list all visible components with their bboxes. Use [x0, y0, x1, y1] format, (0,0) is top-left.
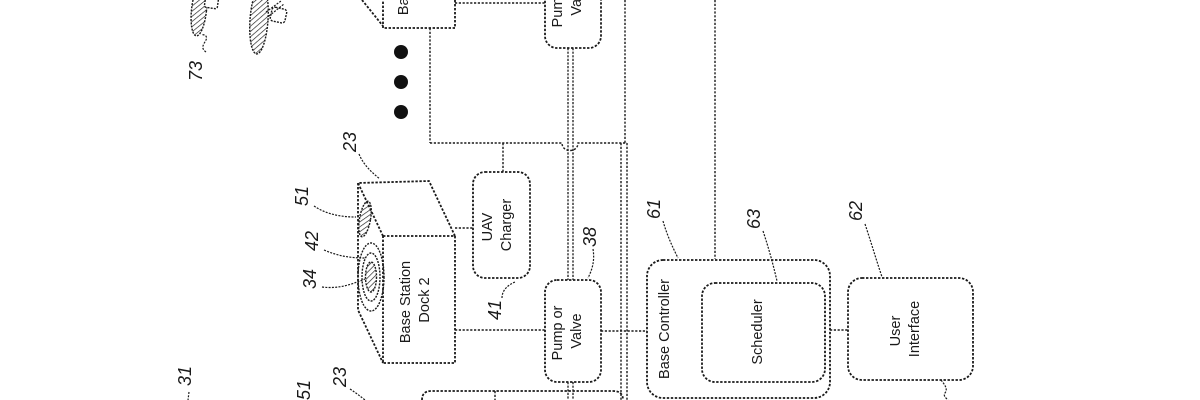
dock2-line2: Dock 2 [417, 277, 433, 322]
leader-31 [187, 391, 190, 400]
dock-n-line1: Base Station [396, 0, 412, 15]
box-base-station-dock-2: Base Station Dock 2 [356, 180, 456, 364]
dock2-line1: Base Station [398, 261, 414, 343]
leader-23-top [358, 153, 381, 180]
base-controller-label: Base Controller [657, 279, 673, 379]
box-user-interface: User Interface [847, 277, 974, 400]
uav-charger-line1: UAV [480, 212, 496, 241]
ellipsis-dots [394, 45, 408, 119]
leader-62 [864, 223, 883, 278]
connector-lines [429, 0, 848, 400]
ref-label-31: 31 [175, 366, 195, 386]
pump-mid-line2: Valve [569, 313, 585, 348]
leader-34 [321, 278, 366, 289]
ref-label-73: 73 [186, 61, 206, 81]
ref-label-62: 62 [846, 201, 866, 221]
box-uav-charger: UAV Charger [472, 171, 531, 279]
leader-42 [323, 249, 366, 259]
pump-mid-line1: Pump or [550, 305, 566, 360]
box-base-station-dock-n: Base Station Dock [361, 0, 456, 29]
ref-label-63: 63 [744, 209, 764, 229]
leader-38 [587, 248, 595, 279]
leader-51 [313, 205, 357, 218]
box-dock1-partial [421, 390, 624, 400]
user-interface-line2: Interface [907, 301, 923, 357]
svg-text:Pump or Valve: Pump or Valve [550, 302, 585, 361]
ref-label-51: 51 [292, 186, 312, 206]
box-pump-valve-mid: Pump or Valve [544, 279, 602, 383]
svg-text:Pump or Valve: Pump or Valve [550, 0, 585, 27]
ref-label-41: 41 [485, 300, 505, 320]
pump-top-line2: Valve [569, 0, 585, 16]
leader-41 [501, 281, 516, 299]
svg-text:Base Station Dock 2: Base Station Dock 2 [398, 257, 433, 343]
uav-charger-line2: Charger [499, 199, 515, 252]
ref-label-61: 61 [644, 199, 664, 219]
leader-23-bottom [349, 388, 366, 400]
user-interface-line1: User [888, 316, 904, 347]
ref-label-42: 42 [302, 231, 322, 251]
scheduler-label: Scheduler [750, 299, 766, 364]
uav-drone-icon [190, 0, 288, 55]
box-pump-valve-top: Pump or Valve [544, 0, 602, 49]
svg-text:User Interface: User Interface [888, 301, 923, 357]
box-base-controller: Base Controller Scheduler [646, 259, 831, 399]
ref-label-23-top: 23 [340, 132, 360, 153]
pump-top-line1: Pump or [550, 0, 566, 27]
ref-label-34: 34 [300, 269, 320, 289]
svg-text:UAV Charger: UAV Charger [480, 199, 515, 252]
leader-61 [662, 220, 679, 259]
leader-63 [762, 230, 778, 282]
svg-text:Base Station Dock: Base Station Dock [396, 0, 431, 15]
landing-pad-icon [357, 200, 385, 312]
box-scheduler [701, 282, 826, 383]
ref-label-51-bottom: 51 [294, 380, 314, 400]
ref-label-38: 38 [580, 227, 600, 247]
leader-73 [201, 34, 208, 53]
ref-label-23-bottom: 23 [330, 367, 350, 388]
